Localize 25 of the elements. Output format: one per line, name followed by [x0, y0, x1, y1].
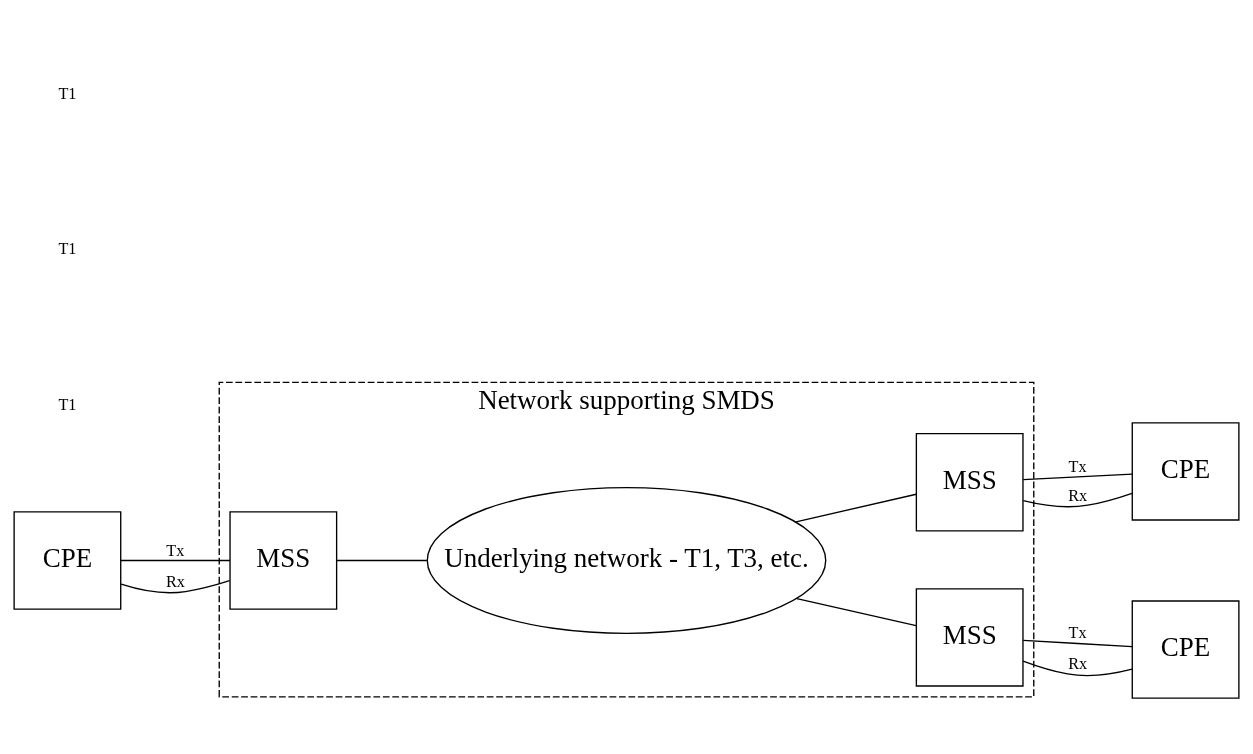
- node-ellipse: Underlying network - T1, T3, etc.: [426, 486, 827, 635]
- label: T1: [58, 85, 77, 104]
- edge-label: Rx: [1068, 655, 1088, 674]
- connector: [795, 493, 917, 523]
- node-box: CPE: [1131, 600, 1240, 699]
- edge-label: Rx: [165, 572, 185, 591]
- node-box: MSS: [229, 511, 338, 610]
- connector: [120, 559, 231, 562]
- connector: [336, 559, 428, 562]
- connector: [1022, 639, 1133, 648]
- edge-label: Tx: [1068, 458, 1087, 477]
- label: T1: [58, 395, 77, 414]
- node-box: CPE: [13, 511, 122, 610]
- edge-label: Tx: [166, 541, 185, 560]
- edge-label: Rx: [1068, 486, 1088, 505]
- connector: [1022, 473, 1133, 481]
- connector: [1022, 660, 1133, 677]
- connector: [120, 579, 231, 594]
- connector: [795, 597, 917, 627]
- connector: [1022, 492, 1133, 508]
- label: T1: [58, 240, 77, 259]
- node-box: MSS: [915, 433, 1024, 532]
- node-box: MSS: [915, 588, 1024, 687]
- edge-label: Tx: [1068, 624, 1087, 643]
- node-box: CPE: [1131, 422, 1240, 521]
